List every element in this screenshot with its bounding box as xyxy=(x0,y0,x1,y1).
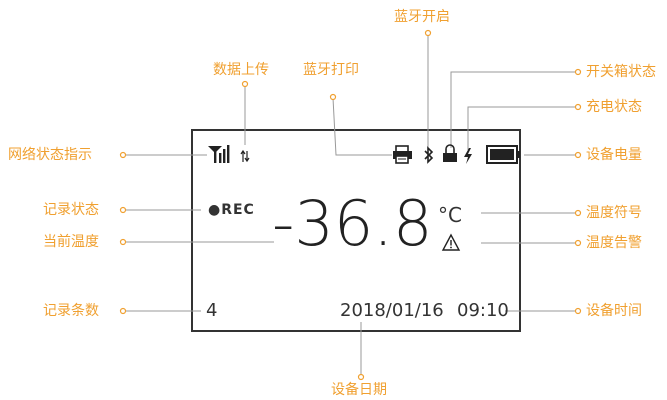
lightning-icon xyxy=(464,148,472,164)
leader-bt-print xyxy=(332,97,392,156)
leader-lines xyxy=(124,34,577,376)
device-time: 09:10 xyxy=(457,300,509,321)
label-battery: 设备电量 xyxy=(586,147,642,163)
dot-date xyxy=(357,373,365,381)
temperature-unit: °C xyxy=(438,203,462,227)
dot-bt-print xyxy=(329,93,337,101)
dot-temp xyxy=(119,238,127,246)
dot-alarm xyxy=(574,239,582,247)
label-temp-unit: 温度符号 xyxy=(586,205,642,221)
dot-network xyxy=(119,151,127,159)
label-device-date: 设备日期 xyxy=(331,382,387,398)
record-count: 4 xyxy=(206,300,218,321)
battery-icon xyxy=(486,145,520,164)
label-data-upload: 数据上传 xyxy=(213,62,269,78)
label-box-switch: 开关箱状态 xyxy=(586,64,656,80)
label-temp-alarm: 温度告警 xyxy=(586,235,642,251)
dot-upload xyxy=(241,80,249,88)
label-network-status: 网络状态指示 xyxy=(8,147,92,163)
dot-rec xyxy=(119,206,127,214)
leader-dots xyxy=(119,29,582,381)
dot-time xyxy=(574,307,582,315)
lock-icon xyxy=(443,144,457,162)
label-bluetooth-on: 蓝牙开启 xyxy=(394,9,450,25)
upload-arrows-icon xyxy=(240,149,250,163)
signal-icon xyxy=(208,145,230,163)
rec-indicator: ●REC xyxy=(208,202,255,218)
current-temperature: -36.8 xyxy=(272,187,433,260)
label-record-count: 记录条数 xyxy=(43,303,99,319)
dot-battery xyxy=(574,151,582,159)
lcd-frame xyxy=(191,129,521,332)
leader-charging xyxy=(467,106,577,150)
warning-icon xyxy=(441,233,461,251)
device-date: 2018/01/16 xyxy=(340,300,444,321)
dot-unit xyxy=(574,209,582,217)
label-charging: 充电状态 xyxy=(586,99,642,115)
label-record-status: 记录状态 xyxy=(43,202,99,218)
dot-bt-on xyxy=(424,29,432,37)
bluetooth-icon xyxy=(424,146,434,164)
dot-box xyxy=(574,68,582,76)
printer-icon xyxy=(393,145,412,164)
label-device-time: 设备时间 xyxy=(586,303,642,319)
leader-box xyxy=(450,71,577,148)
label-bluetooth-print: 蓝牙打印 xyxy=(303,62,359,78)
label-current-temp: 当前温度 xyxy=(43,234,99,250)
dot-count xyxy=(119,307,127,315)
dot-charging xyxy=(574,103,582,111)
